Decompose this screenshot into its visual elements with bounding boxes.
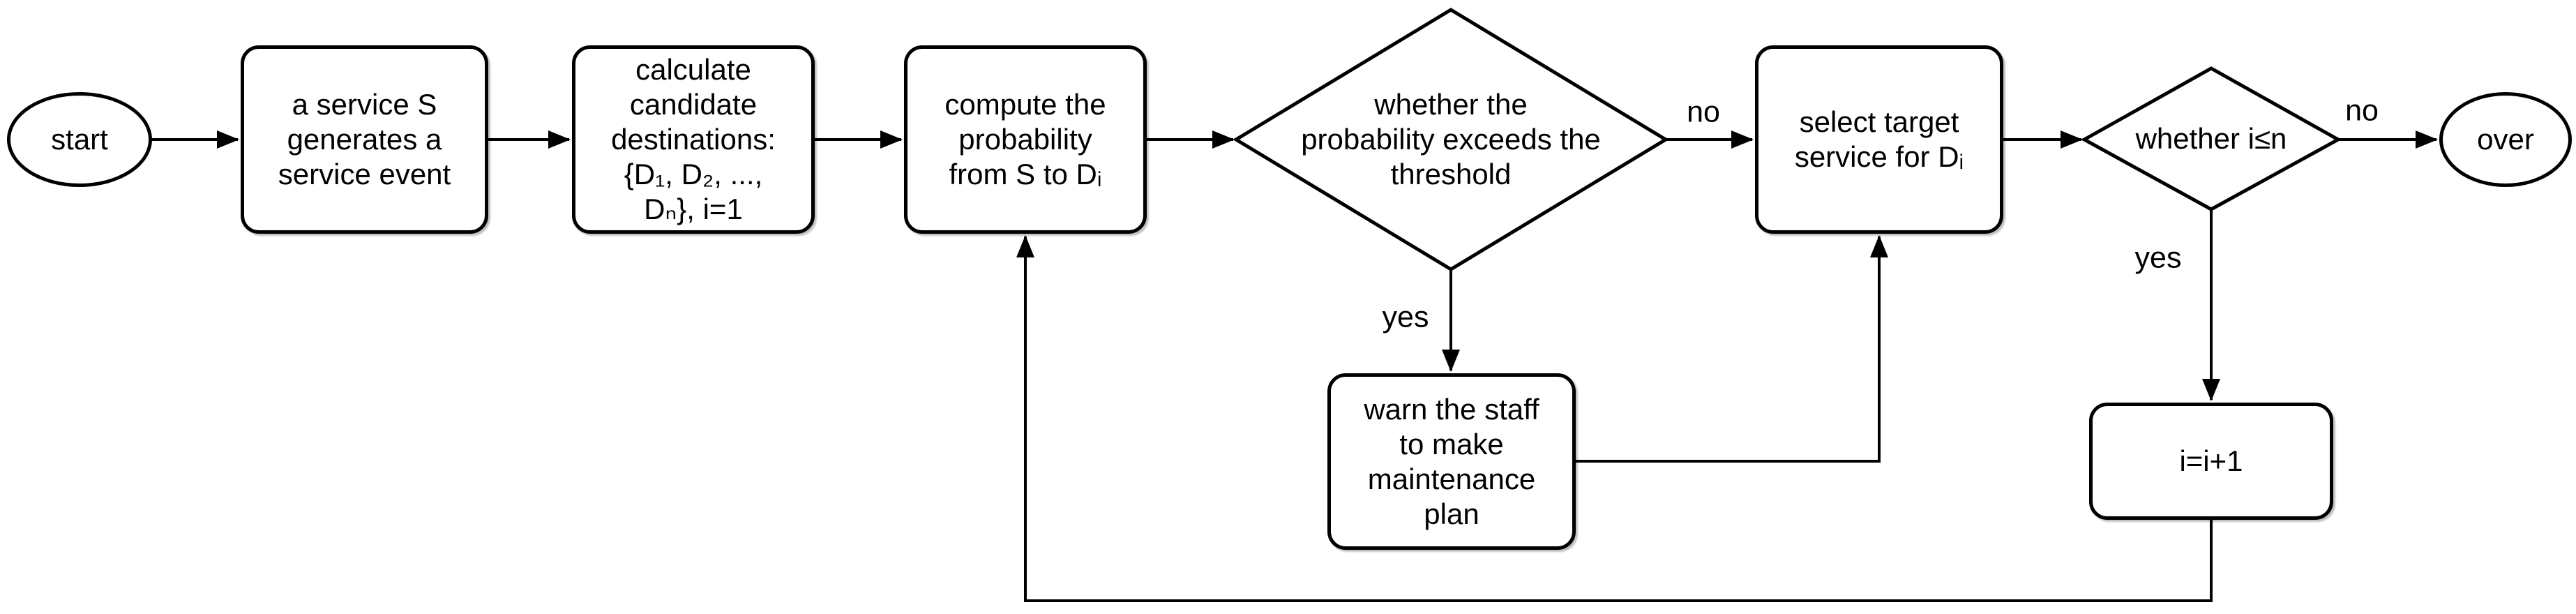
node-compute-probability: compute the probability from S to Dᵢ bbox=[904, 45, 1147, 234]
node-warn-staff-label: warn the staff to make maintenance plan bbox=[1364, 392, 1539, 530]
node-increment-label: i=i+1 bbox=[2179, 444, 2243, 477]
edge-increment-to-compute-probability bbox=[1016, 235, 2213, 602]
edge-warn-staff-to-select-target bbox=[1576, 235, 1888, 463]
node-over-label: over bbox=[2477, 123, 2534, 156]
decision-loop-check-shape bbox=[2080, 66, 2342, 211]
node-service-event: a service S generates a service event bbox=[241, 45, 488, 234]
node-select-target-label: select target service for Dᵢ bbox=[1794, 105, 1964, 173]
node-start-label: start bbox=[51, 123, 108, 156]
decision-threshold-check-shape bbox=[1233, 8, 1669, 271]
edge-label-loop-yes: yes bbox=[2132, 243, 2185, 274]
node-loop-check-label: whether i≤n bbox=[2135, 122, 2287, 155]
edge-label-loop-no: no bbox=[2342, 96, 2381, 126]
edge-label-threshold-no: no bbox=[1684, 97, 1723, 128]
node-start: start bbox=[7, 92, 152, 187]
node-compute-probability-label: compute the probability from S to Dᵢ bbox=[944, 88, 1106, 190]
edge-label-threshold-yes: yes bbox=[1379, 302, 1432, 333]
node-calc-candidates: calculate candidate destinations: {D₁, D… bbox=[572, 45, 815, 234]
node-increment: i=i+1 bbox=[2089, 403, 2333, 520]
node-warn-staff: warn the staff to make maintenance plan bbox=[1327, 373, 1576, 550]
node-threshold-check-label: whether the probability exceeds the thre… bbox=[1301, 88, 1601, 190]
node-over: over bbox=[2439, 92, 2572, 187]
node-calc-candidates-label: calculate candidate destinations: {D₁, D… bbox=[611, 53, 776, 225]
node-service-event-label: a service S generates a service event bbox=[278, 88, 451, 190]
node-select-target: select target service for Dᵢ bbox=[1755, 45, 2003, 234]
